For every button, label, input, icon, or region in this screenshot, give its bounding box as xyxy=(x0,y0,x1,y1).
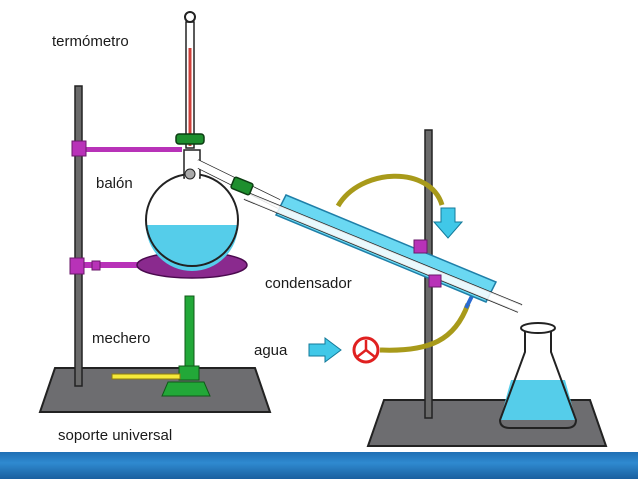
condenser-inner-glass xyxy=(244,192,522,312)
thermometer-column xyxy=(188,48,192,146)
thermometer-stopper xyxy=(175,133,205,145)
lower-clamp-screw xyxy=(91,260,101,271)
label-burner: mechero xyxy=(92,330,150,347)
burner-base xyxy=(161,381,211,397)
erlenmeyer-liquid xyxy=(500,380,576,420)
burner-collar xyxy=(178,365,200,381)
hose-lower-cap xyxy=(464,295,474,309)
hose-lower xyxy=(379,303,471,353)
left-stand-base xyxy=(38,367,272,413)
lower-clamp-arm xyxy=(80,262,140,268)
left-stand-rod xyxy=(74,85,83,387)
thermometer-ring xyxy=(184,11,196,23)
water-valve xyxy=(352,336,380,364)
erlenmeyer-flask xyxy=(498,322,578,429)
burner xyxy=(111,295,211,397)
label-condenser: condensador xyxy=(265,275,352,292)
thermometer-bulb xyxy=(184,168,196,180)
label-water: agua xyxy=(254,342,288,359)
hose-upper xyxy=(335,173,445,208)
footer-bar xyxy=(0,452,638,479)
upper-clamp-arm xyxy=(80,147,182,152)
round-bottom-flask xyxy=(145,149,281,271)
condenser-joint xyxy=(230,176,254,196)
valve-spoke-3 xyxy=(365,349,376,358)
valve-spoke-2 xyxy=(356,349,367,358)
thermometer xyxy=(175,11,205,180)
burner-gas-inlet xyxy=(111,373,181,380)
condenser-clamp-lower xyxy=(428,274,442,288)
water-flow-arrow-down xyxy=(432,207,464,239)
condenser xyxy=(230,176,523,313)
lower-clamp-knob xyxy=(69,257,85,275)
water-flow-arrow-right xyxy=(308,337,342,363)
erlenmeyer-mouth xyxy=(520,322,556,334)
left-stand xyxy=(38,85,272,413)
label-stand: soporte universal xyxy=(58,427,172,444)
upper-clamp-knob xyxy=(71,140,87,157)
erlenmeyer-body xyxy=(498,330,578,429)
burner-tube xyxy=(184,295,195,369)
label-thermometer: termómetro xyxy=(52,33,129,50)
label-flask: balón xyxy=(96,175,133,192)
condenser-clamp-upper xyxy=(413,239,428,254)
